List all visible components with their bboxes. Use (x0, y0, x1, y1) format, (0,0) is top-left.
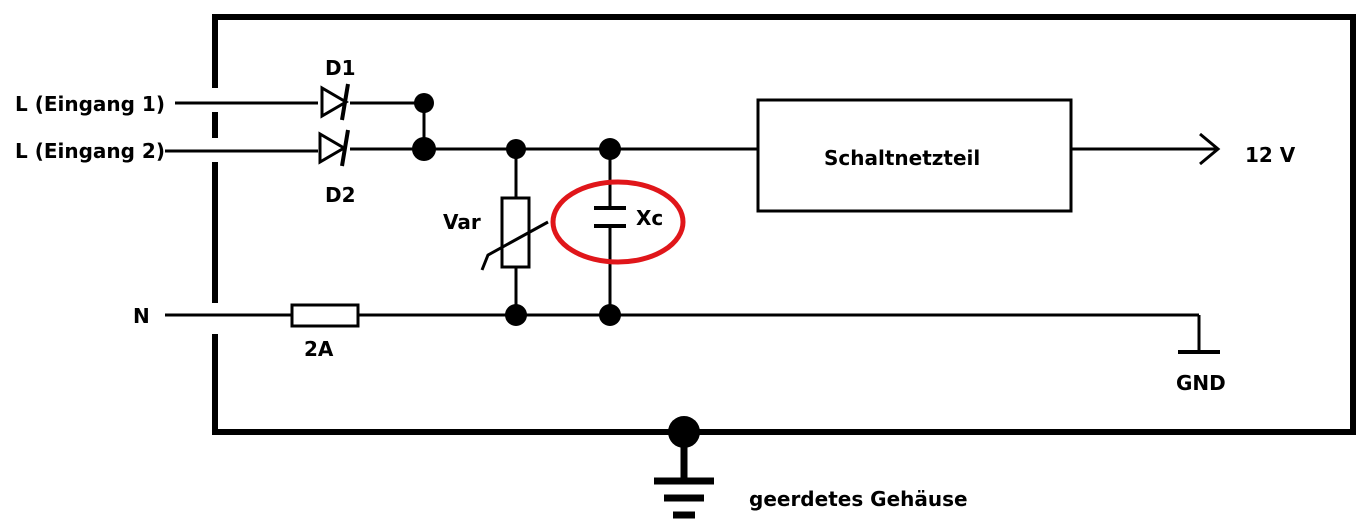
junction-dot (412, 137, 436, 161)
junction-dots (412, 93, 621, 326)
housing-junction-dot (668, 416, 700, 448)
diode-d2-symbol (318, 129, 350, 167)
capacitor-xc-symbol (594, 206, 626, 228)
output-arrow (1199, 132, 1221, 166)
label-capacitor: Xc (636, 206, 663, 230)
psu-box (756, 98, 1073, 213)
label-diode-d1: D1 (325, 56, 356, 80)
label-psu: Schaltnetzteil (824, 146, 980, 170)
label-varistor: Var (443, 210, 481, 234)
junction-dot (506, 139, 526, 159)
label-input-l2: L (Eingang 2) (15, 139, 165, 163)
label-input-n: N (133, 304, 150, 328)
junction-dot (505, 304, 527, 326)
varistor-symbol (480, 196, 549, 271)
earth-ground-symbol (654, 416, 714, 519)
housing-outline (212, 14, 1356, 435)
label-fuse: 2A (304, 337, 334, 361)
label-output-voltage: 12 V (1245, 143, 1296, 167)
junction-dot (599, 304, 621, 326)
label-housing: geerdetes Gehäuse (749, 487, 968, 511)
fuse-symbol (290, 303, 360, 328)
label-diode-d2: D2 (325, 183, 356, 207)
junction-dot (599, 138, 621, 160)
label-input-l1: L (Eingang 1) (15, 92, 165, 116)
label-gnd: GND (1176, 371, 1226, 395)
junction-dot (414, 93, 434, 113)
capacitor-highlight-circle (550, 179, 686, 265)
diode-d1-symbol (320, 83, 350, 121)
